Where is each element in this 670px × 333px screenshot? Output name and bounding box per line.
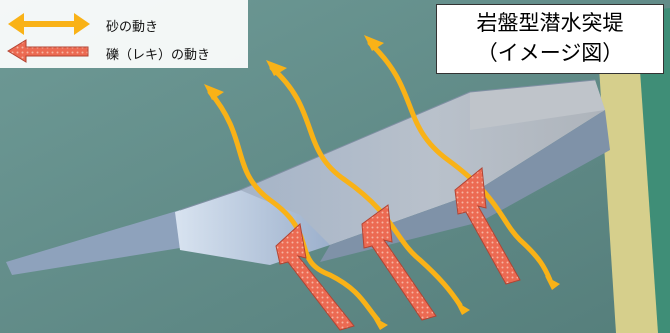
gravel-arrow-1 — [275, 223, 355, 331]
legend-gravel-label: 礫（レキ）の動き — [106, 48, 211, 63]
gravel-arrow-2 — [361, 204, 437, 321]
title-box: 岩盤型潜水突堤 （イメージ図） — [436, 4, 664, 74]
legend-gravel-arrow-icon — [7, 39, 89, 63]
title-subtitle: （イメージ図） — [476, 41, 624, 65]
sand-arrow-heads — [204, 35, 560, 330]
gravel-arrow-3 — [454, 167, 521, 285]
land-area — [636, 8, 670, 333]
legend-sand-arrow-icon — [8, 13, 90, 35]
legend-sand-label: 砂の動き — [106, 20, 159, 35]
legend-panel — [0, 0, 248, 68]
title-main: 岩盤型潜水突堤 — [476, 11, 624, 35]
sand-arrow-2 — [269, 65, 463, 308]
gravel-arrows — [275, 167, 521, 331]
